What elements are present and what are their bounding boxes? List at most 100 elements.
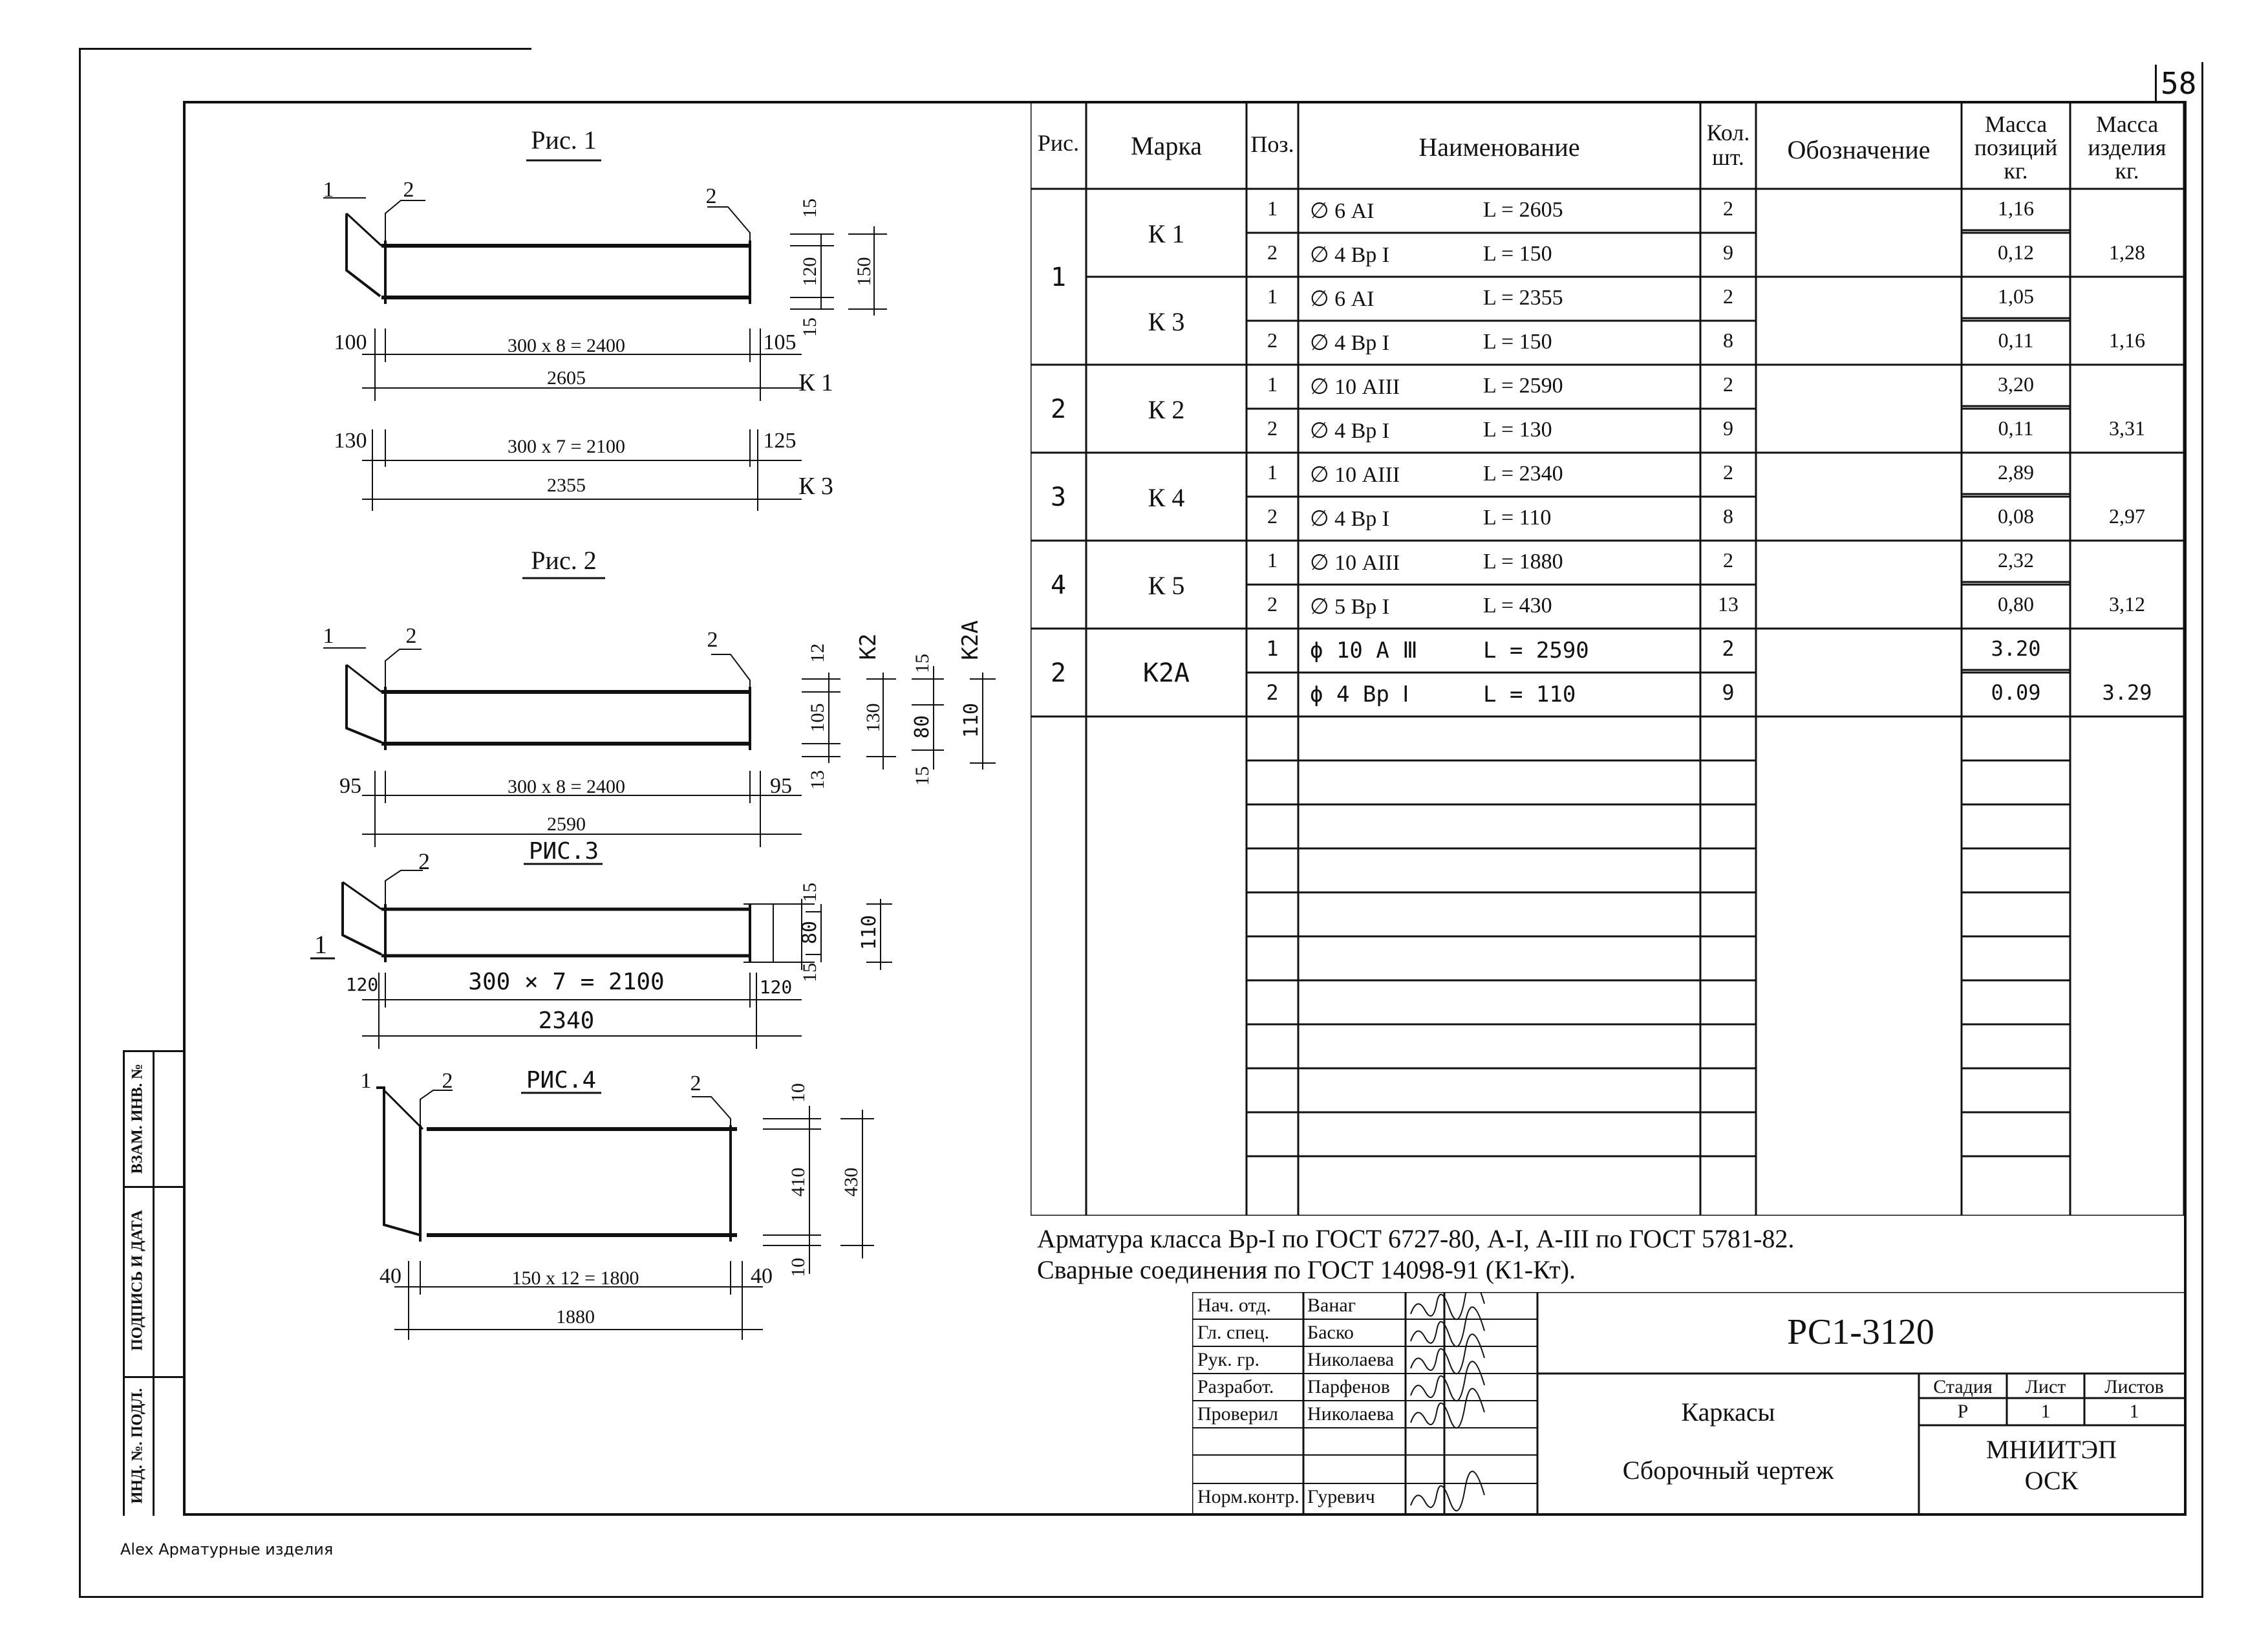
fig3-v-total: 110	[858, 915, 881, 950]
table-cell-pos: 2	[1267, 504, 1278, 528]
doc-code: РС1-3120	[1787, 1312, 1934, 1352]
signer-role: Норм.контр.	[1197, 1486, 1300, 1507]
fig3-v-top: 15	[799, 883, 820, 902]
fig1-k3-right: 125	[764, 429, 797, 453]
fig2-drawing	[323, 577, 996, 847]
spec-table-grid	[1031, 103, 2184, 1216]
table-cell-mark: К 4	[1148, 483, 1185, 512]
table-cell-qty: 13	[1718, 592, 1738, 616]
header-name: Наименование	[1418, 133, 1580, 162]
signer-name: Ванаг	[1307, 1295, 1356, 1316]
doc-title-1: Каркасы	[1681, 1397, 1775, 1427]
table-cell-mass-pos: 0.09	[1991, 680, 2041, 705]
fig2-label-2a: 2	[406, 624, 417, 648]
fig2-k2a-top: 15	[912, 654, 933, 673]
fig2-mid: 300 x 8 = 2400	[508, 776, 625, 797]
fig2-k2a-mark: К2А	[957, 620, 983, 660]
fig2-k2a-total: 110	[960, 703, 983, 738]
fig2-k2a-mid: 80	[911, 715, 934, 738]
table-cell-diameter: ∅ 10 АIII	[1310, 375, 1400, 399]
table-cell-fig: 2	[1050, 658, 1067, 688]
signer-name: Николаева	[1307, 1403, 1395, 1425]
table-cell-fig: 2	[1050, 394, 1067, 424]
table-cell-diameter: ∅ 6 АI	[1310, 287, 1375, 311]
fig1-k1-left: 100	[334, 330, 367, 354]
header-fig: Рис.	[1037, 130, 1080, 156]
signer-role: Рук. гр.	[1197, 1349, 1260, 1370]
header-designation: Обозначение	[1787, 135, 1931, 164]
fig1-v-bottom: 15	[799, 318, 820, 337]
fig1-k1-mark: К 1	[798, 369, 833, 396]
table-cell-mass-item: 3,12	[2109, 592, 2145, 616]
table-cell-length: L = 1880	[1483, 550, 1563, 574]
fig2-k2-bottom: 13	[807, 770, 828, 790]
table-cell-mass-pos: 0,12	[1998, 241, 2034, 264]
table-cell-mass-item: 1,16	[2109, 329, 2145, 352]
table-cell-qty: 9	[1722, 680, 1735, 705]
table-cell-pos: 2	[1266, 680, 1279, 705]
sheet-value: 1	[2040, 1401, 2051, 1422]
fig4-v-total: 430	[840, 1168, 862, 1197]
org-1: МНИИТЭП	[1986, 1435, 2117, 1464]
fig3-v-mid: 80	[798, 921, 821, 944]
signer-role: Разработ.	[1197, 1376, 1274, 1397]
table-cell-mark: К 3	[1148, 307, 1185, 336]
table-cell-mass-pos: 0,08	[1998, 504, 2034, 528]
fig3-total: 2340	[539, 1007, 595, 1034]
footer-caption: Alex Арматурные изделия	[120, 1540, 334, 1558]
doc-title-2: Сборочный чертеж	[1622, 1456, 1834, 1485]
table-cell-mass-pos: 1,05	[1998, 285, 2034, 308]
fig2-k2-total: 130	[862, 704, 884, 733]
table-cell-qty: 9	[1723, 241, 1733, 264]
table-cell-fig: 3	[1050, 482, 1067, 512]
fig1-drawing	[323, 159, 887, 511]
fig4-v-mid: 410	[787, 1168, 809, 1197]
table-cell-length: L = 150	[1483, 330, 1552, 354]
table-cell-qty: 2	[1723, 548, 1733, 572]
table-cell-qty: 2	[1722, 636, 1735, 661]
fig1-label-1: 1	[323, 178, 334, 202]
table-cell-pos: 2	[1267, 416, 1278, 440]
table-cell-qty: 2	[1723, 197, 1733, 220]
fig3-right: 120	[760, 976, 793, 998]
outer-border-left	[79, 48, 81, 1597]
fig4-label-2b: 2	[690, 1072, 701, 1095]
fig2-title: Рис. 2	[531, 546, 596, 575]
top-cut-line	[79, 48, 531, 50]
table-cell-qty: 2	[1723, 460, 1733, 484]
header-qty: Кол. шт.	[1706, 120, 1750, 170]
fig2-k2-top: 12	[807, 643, 828, 663]
sheet-number-divider	[2155, 65, 2157, 103]
table-cell-length: L = 2355	[1483, 286, 1563, 310]
table-cell-diameter: ∅ 10 АIII	[1310, 551, 1400, 575]
signer-role: Гл. спец.	[1197, 1322, 1270, 1343]
fig3-drawing	[310, 863, 892, 1049]
table-cell-mark: К 1	[1148, 219, 1185, 248]
table-cell-mass-pos: 2,89	[1998, 460, 2034, 484]
fig4-drawing	[376, 1086, 874, 1340]
org-2: ОСК	[2024, 1466, 2079, 1495]
table-cell-diameter: ∅ 6 АI	[1310, 199, 1375, 223]
fig1-k1-mid: 300 x 8 = 2400	[508, 335, 625, 356]
fig4-label-2a: 2	[442, 1069, 453, 1093]
table-cell-diameter: ∅ 4 Вр I	[1310, 331, 1390, 355]
table-cell-mass-pos: 3,20	[1998, 372, 2034, 396]
table-cell-pos: 2	[1267, 592, 1278, 616]
table-cell-qty: 8	[1723, 329, 1733, 352]
table-cell-length: L = 110	[1483, 682, 1576, 707]
table-cell-mass-pos: 3.20	[1991, 636, 2041, 661]
table-cell-length: L = 2605	[1483, 198, 1563, 222]
table-cell-mass-pos: 1,16	[1998, 197, 2034, 220]
fig1-k3-mark: К 3	[798, 473, 833, 500]
table-cell-length: L = 2590	[1483, 374, 1563, 398]
header-mass-item: Масса изделия кг.	[2088, 111, 2166, 184]
table-cell-qty: 2	[1723, 285, 1733, 308]
note-1: Арматура класса Вр-I по ГОСТ 6727-80, А-…	[1037, 1224, 1795, 1253]
frame-left	[183, 101, 186, 1516]
table-cell-length: L = 130	[1483, 418, 1552, 442]
table-cell-mass-item: 1,28	[2109, 241, 2145, 264]
signature-scribble	[1410, 1388, 1485, 1429]
signature-scribble	[1410, 1471, 1485, 1512]
fig2-left: 95	[339, 774, 361, 798]
fig4-v-bottom: 10	[787, 1258, 809, 1277]
